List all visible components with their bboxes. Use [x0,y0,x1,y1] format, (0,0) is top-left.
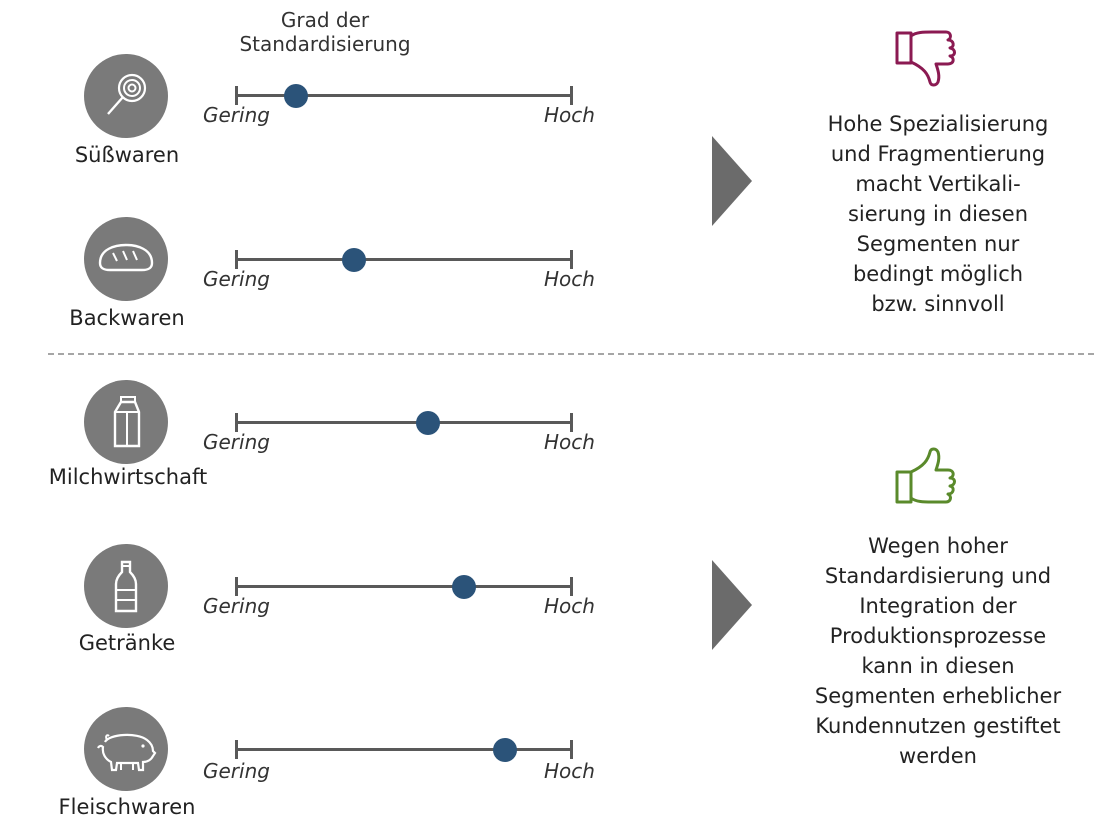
section-divider [48,353,1094,355]
scale-high-label: Hoch [544,103,595,127]
standardization-marker [492,738,517,762]
scale-high-label: Hoch [544,430,595,454]
bread-icon [84,217,168,301]
pig-icon [84,707,168,791]
scale-fleischwaren [235,738,573,762]
conclusion-line: Kundennutzen gestiftet [815,714,1061,738]
scale-backwaren [235,248,573,272]
scale-milchwirtschaft [235,411,573,435]
segment-label-milchwirtschaft: Milchwirtschaft [48,465,208,489]
scale-low-label: Gering [203,103,270,127]
scale-high-label: Hoch [544,759,595,783]
scale-getraenke [235,575,573,599]
standardization-marker [284,84,309,108]
milk-carton-icon [84,380,168,464]
conclusion-line: Standardisierung und [824,564,1052,588]
segment-label-getraenke: Getränke [78,631,176,655]
conclusion-line: Segmenten nur [856,232,1020,256]
bottle-icon [84,544,168,628]
segment-label-backwaren: Backwaren [69,306,185,330]
scale-title: Grad der Standardisierung [239,8,411,56]
conclusion-text: Hohe Spezialisierung und Fragmentierung … [790,109,1086,319]
lollipop-icon [84,54,168,138]
standardization-marker [415,411,440,435]
conclusion-line: sierung in diesen [847,202,1029,226]
standardization-marker [452,575,477,599]
conclusion-line: und Fragmentierung [830,142,1046,166]
standardization-marker [341,248,366,272]
scale-high-label: Hoch [544,594,595,618]
thumbs-up-icon [894,446,962,512]
scale-low-label: Gering [203,267,270,291]
conclusion-line: bedingt möglich [852,262,1024,286]
conclusion-line: Hohe Spezialisierung [827,112,1049,136]
conclusion-line: kann in diesen [861,654,1015,678]
scale-low-label: Gering [203,430,270,454]
segment-label-suesswaren: Süßwaren [74,143,180,167]
segment-label-fleischwaren: Fleischwaren [58,795,196,819]
arrow-right-icon [712,136,752,226]
conclusion-line: Segmenten erheblicher [814,684,1062,708]
conclusion-line: Produktionsprozesse [829,624,1047,648]
thumbs-down-icon [894,28,962,94]
scale-low-label: Gering [203,594,270,618]
conclusion-line: Integration der [859,594,1017,618]
conclusion-line: bzw. sinnvoll [871,292,1005,316]
arrow-right-icon [712,560,752,650]
scale-suesswaren [235,84,573,108]
conclusion-line: macht Vertikali- [855,172,1021,196]
conclusion-line: werden [899,744,977,768]
conclusion-line: Wegen hoher [868,534,1008,558]
scale-high-label: Hoch [544,267,595,291]
conclusion-text: Wegen hoher Standardisierung und Integra… [790,531,1086,771]
scale-low-label: Gering [203,759,270,783]
